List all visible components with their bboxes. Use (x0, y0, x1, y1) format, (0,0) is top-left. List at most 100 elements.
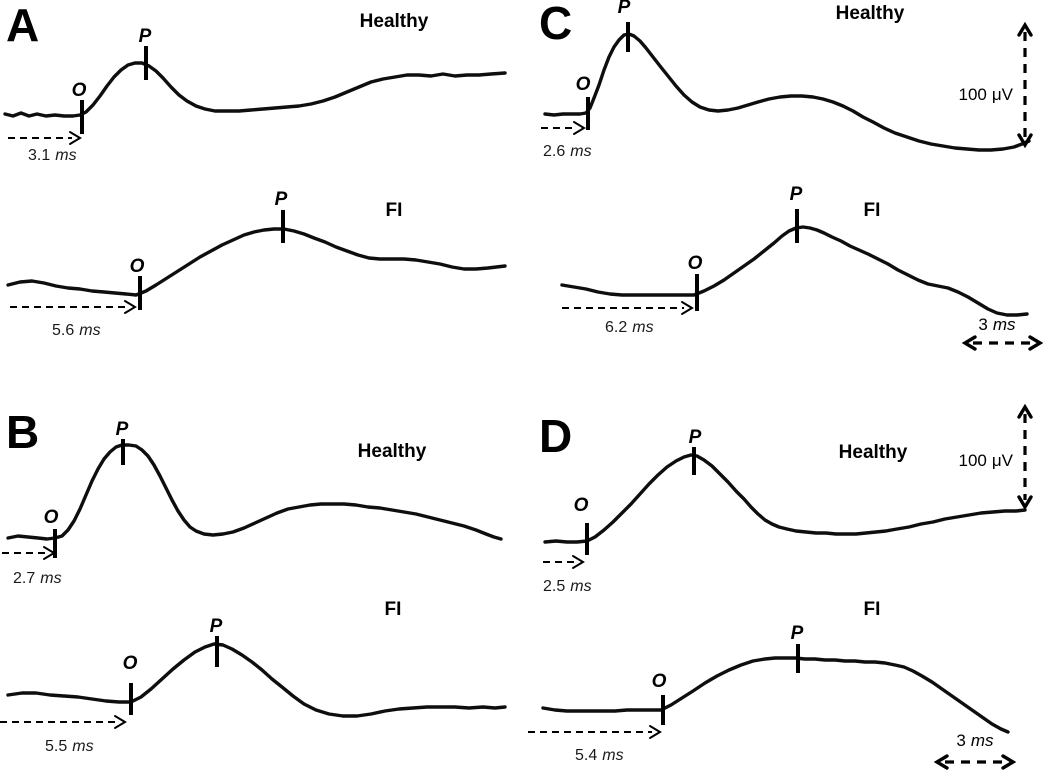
waveform-line (6, 227, 507, 297)
panel-letter: D (539, 410, 573, 462)
amplitude-arrowhead-up-icon (1017, 21, 1033, 37)
waveform-line (543, 32, 1031, 152)
peak-marker-label: P (275, 189, 288, 210)
latency-arrowhead-icon (124, 300, 137, 314)
condition-label: FI (864, 200, 881, 221)
time-arrowhead-left-icon (933, 754, 949, 770)
condition-label: FI (385, 599, 402, 620)
latency-arrowhead-icon (649, 725, 662, 739)
condition-label: FI (386, 200, 403, 221)
waveform-line (3, 61, 507, 118)
onset-marker-label: O (44, 507, 59, 528)
peak-marker-label: P (790, 184, 803, 205)
time-arrowhead-right-icon (1028, 335, 1044, 351)
time-arrowhead-left-icon (961, 335, 977, 351)
latency-arrowhead-icon (43, 546, 56, 560)
peak-marker-label: P (791, 623, 804, 644)
amplitude-arrowhead-down-icon (1017, 495, 1033, 511)
peak-marker-label: P (116, 419, 129, 440)
peak-marker-label: P (618, 0, 631, 18)
onset-marker-label: O (576, 74, 591, 95)
latency-arrowhead-icon (573, 121, 586, 135)
panel-letter: C (539, 0, 573, 49)
condition-label: Healthy (836, 3, 905, 24)
condition-label: Healthy (360, 11, 429, 32)
waveform-line (543, 453, 1027, 544)
peak-marker-label: P (689, 427, 702, 448)
onset-marker-label: O (574, 495, 589, 516)
latency-arrowhead-icon (681, 301, 694, 315)
waveform-line (560, 225, 1029, 317)
onset-marker-label: O (130, 256, 145, 277)
waveform-line (541, 656, 1010, 734)
time-arrowhead-right-icon (1001, 754, 1017, 770)
onset-marker-label: O (688, 253, 703, 274)
amplitude-arrowhead-down-icon (1017, 133, 1033, 149)
condition-label: Healthy (839, 442, 908, 463)
peak-marker-label: P (139, 26, 152, 47)
condition-label: Healthy (358, 441, 427, 462)
latency-arrowhead-icon (572, 555, 585, 569)
panel-letter: B (6, 406, 40, 458)
peak-marker-label: P (210, 616, 223, 637)
panel-letter: A (6, 0, 40, 51)
latency-arrowhead-icon (69, 131, 82, 145)
waveform-line (6, 642, 507, 718)
waveform-line (6, 443, 503, 541)
onset-marker-label: O (652, 671, 667, 692)
amplitude-arrowhead-up-icon (1017, 403, 1033, 419)
onset-marker-label: O (72, 80, 87, 101)
latency-arrowhead-icon (114, 715, 127, 729)
onset-marker-label: O (123, 653, 138, 674)
condition-label: FI (864, 599, 881, 620)
